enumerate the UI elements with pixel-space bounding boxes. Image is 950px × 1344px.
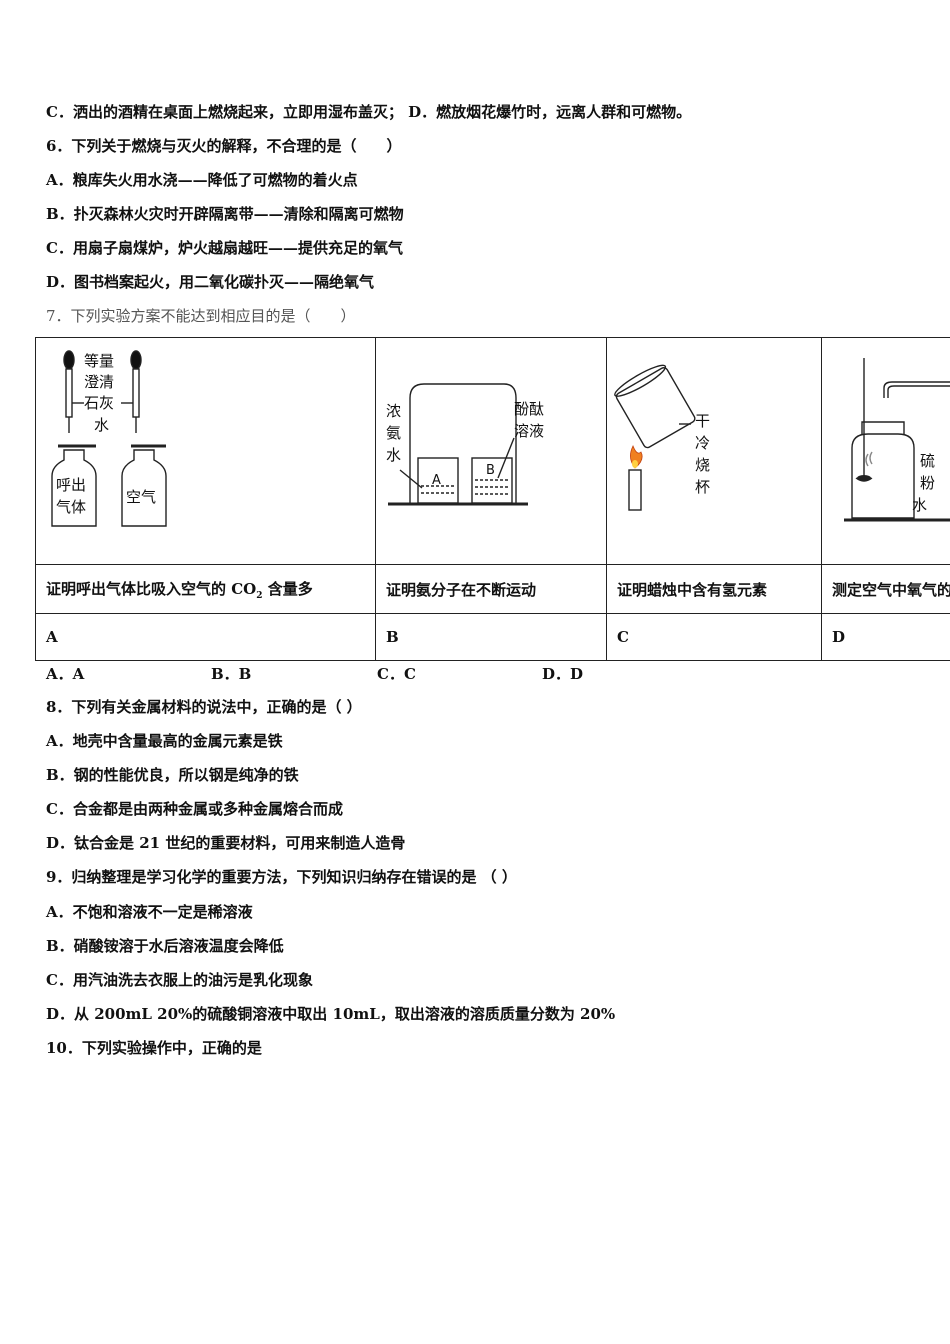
q10-stem: 10．下列实验操作中，正确的是	[46, 1039, 262, 1057]
label-a: A	[35, 613, 376, 661]
phenolphthalein-label-1: 酚酞	[514, 400, 544, 418]
dropper-label-3: 石灰	[84, 394, 114, 412]
bottle1-label-2: 气体	[56, 498, 86, 516]
figure-b-beakers: 浓 氨 水 酚酞 溶液 A B	[386, 383, 544, 506]
q9-option-b: B．硝酸铵溶于水后溶液温度会降低	[46, 937, 284, 955]
figure-c-cell: 干 冷 烧 杯	[606, 337, 822, 565]
figure-c-candle-beaker: 干 冷 烧 杯	[614, 364, 710, 511]
q6-option-b: B．扑灭森林火灾时开辟隔离带——清除和隔离可燃物	[46, 205, 404, 223]
ammonia-label-1: 浓	[386, 402, 401, 420]
ammonia-label-2: 氨	[386, 424, 401, 442]
dropper-label-2: 澄清	[84, 373, 114, 391]
q8-option-b: B．钢的性能优良，所以钢是纯净的铁	[46, 766, 299, 784]
q8-option-a: A．地壳中含量最高的金属元素是铁	[46, 732, 283, 750]
q7-option-a: A．A	[46, 665, 85, 683]
cold-beaker-label-2: 冷	[695, 434, 710, 452]
ammonia-label-3: 水	[386, 446, 401, 464]
q8-option-c: C．合金都是由两种金属或多种金属熔合而成	[46, 800, 343, 818]
q6-stem: 6．下列关于燃烧与灭火的解释，不合理的是（ ）	[46, 137, 402, 155]
dropper-label-4: 水	[94, 416, 109, 434]
label-c: C	[606, 613, 822, 661]
q6-option-c: C．用扇子扇煤炉，炉火越扇越旺——提供充足的氧气	[46, 239, 403, 257]
q8-stem: 8．下列有关金属材料的说法中，正确的是（ ）	[46, 698, 362, 716]
q7-option-d: D．D	[542, 665, 584, 683]
q9-option-d: D．从 200mL 20%的硫酸铜溶液中取出 10mL，取出溶液的溶质质量分数为…	[46, 1005, 616, 1023]
figure-a-dropper-bottles: 等量 澄清 石灰 水 呼出 气体 空气	[51, 350, 167, 527]
desc-a: 证明呼出气体比吸入空气的 CO2 含量多	[35, 564, 376, 614]
phenolphthalein-label-2: 溶液	[514, 422, 544, 440]
q6-option-d: D．图书档案起火，用二氧化碳扑灭——隔绝氧气	[46, 273, 375, 291]
q7-option-c: C．C	[377, 665, 416, 683]
figure-d-cell: 硫 粉 水	[820, 337, 950, 565]
figure-d-sulfur-bottle: 硫 粉 水	[844, 358, 950, 522]
bottle1-label-1: 呼出	[56, 476, 86, 494]
bottle2-label: 空气	[126, 488, 156, 506]
dropper-label-1: 等量	[84, 352, 114, 370]
q9-option-c: C．用汽油洗去衣服上的油污是乳化现象	[46, 971, 313, 989]
q7-experiment-table: 等量 澄清 石灰 水 呼出 气体 空气	[35, 337, 950, 661]
q7-option-b: B．B	[211, 665, 252, 683]
label-d: D	[820, 613, 950, 661]
sulfur-label-2: 粉	[920, 474, 935, 492]
q5-option-cd: C．洒出的酒精在桌面上燃烧起来，立即用湿布盖灭； D．燃放烟花爆竹时，远离人群和…	[46, 103, 692, 121]
beaker-a-label: A	[432, 473, 441, 488]
water-label: 水	[912, 496, 927, 514]
sulfur-label-1: 硫	[920, 452, 935, 470]
q6-option-a: A．粮库失火用水浇——降低了可燃物的着火点	[46, 171, 358, 189]
q8-option-d: D．钛合金是 21 世纪的重要材料，可用来制造人造骨	[46, 834, 406, 852]
label-b: B	[375, 613, 607, 661]
q7-stem: 7．下列实验方案不能达到相应目的是（ ）	[46, 307, 356, 325]
beaker-b-label: B	[486, 463, 495, 478]
desc-b: 证明氨分子在不断运动	[375, 564, 607, 614]
q9-option-a: A．不饱和溶液不一定是稀溶液	[46, 903, 253, 921]
figure-b-cell: 浓 氨 水 酚酞 溶液 A B	[375, 337, 607, 565]
figure-a-cell: 等量 澄清 石灰 水 呼出 气体 空气	[35, 337, 376, 565]
desc-c: 证明蜡烛中含有氢元素	[606, 564, 822, 614]
desc-d: 测定空气中氧气的含量	[820, 564, 950, 614]
q9-stem: 9．归纳整理是学习化学的重要方法，下列知识归纳存在错误的是 （ ）	[46, 868, 517, 886]
cold-beaker-label-1: 干	[695, 412, 710, 430]
cold-beaker-label-3: 烧	[695, 456, 710, 474]
cold-beaker-label-4: 杯	[695, 478, 710, 496]
